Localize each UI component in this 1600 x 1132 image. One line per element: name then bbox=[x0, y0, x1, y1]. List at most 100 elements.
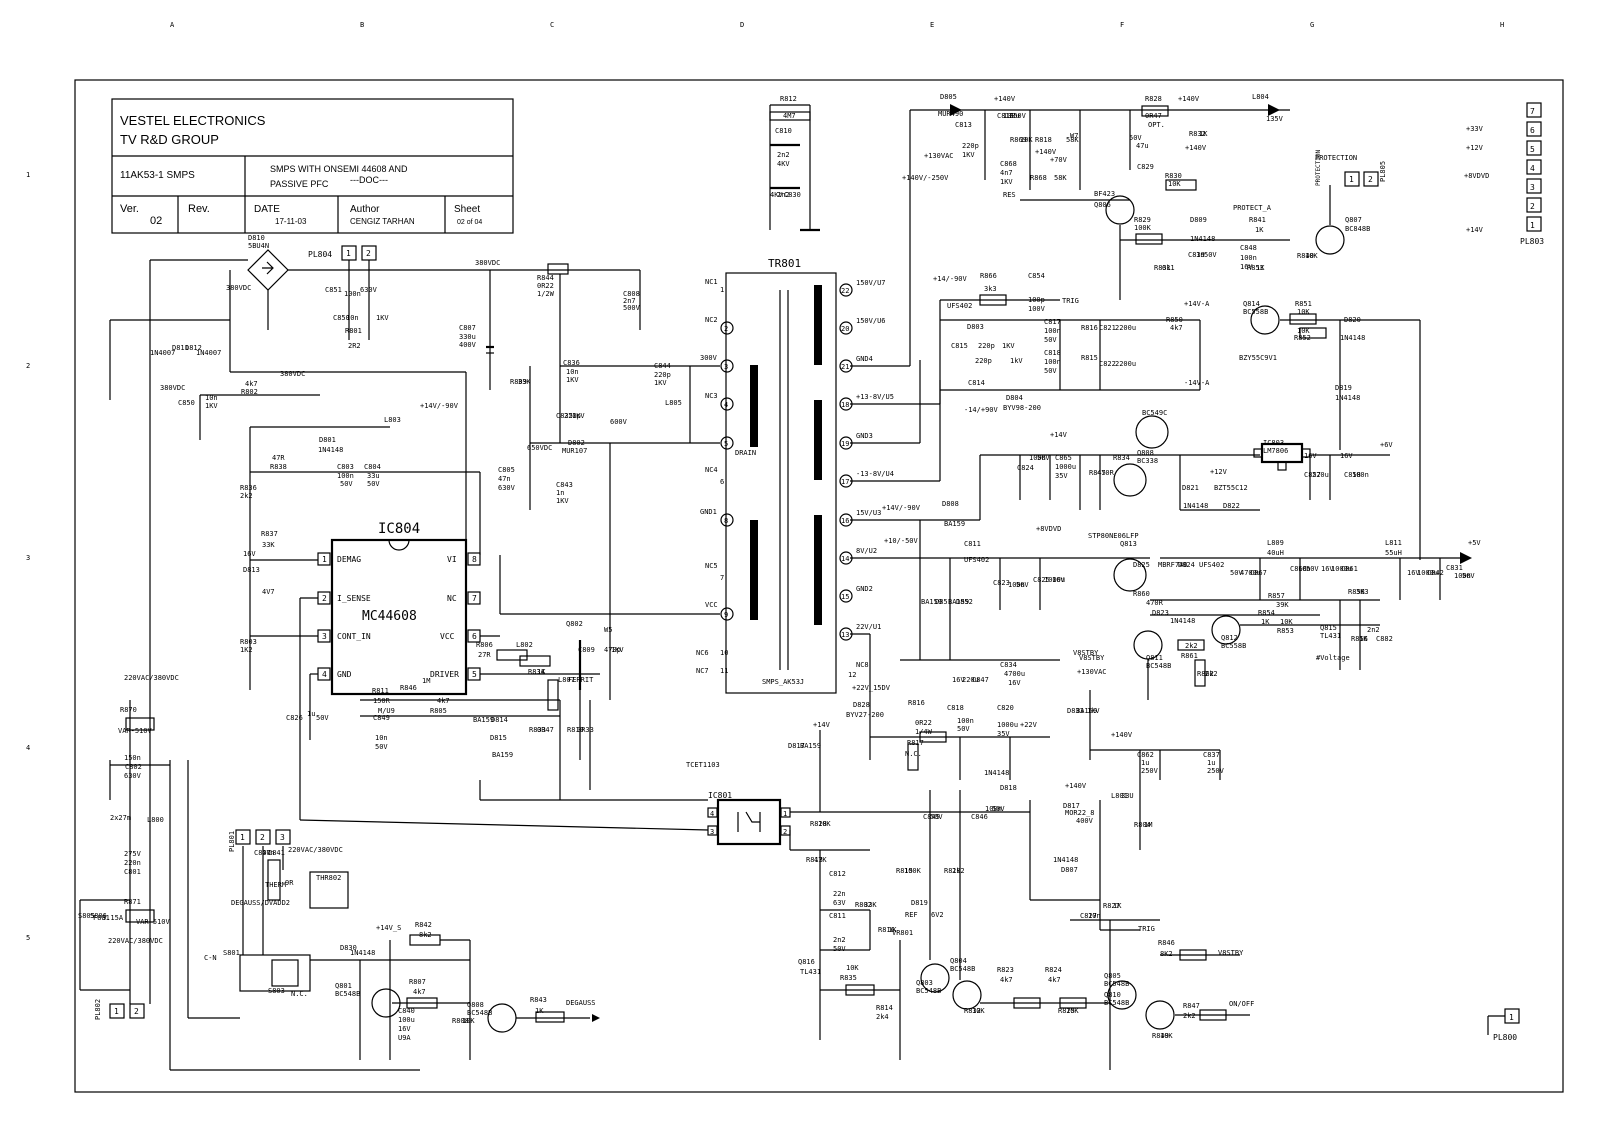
component-label: L800 bbox=[147, 816, 164, 824]
component-label: STP80NE06LFP bbox=[1088, 532, 1139, 540]
component-label: 1/4W bbox=[915, 728, 933, 736]
component-label: C835 bbox=[556, 412, 573, 420]
component-label: 16V bbox=[1340, 452, 1353, 460]
component-label: 100n bbox=[1044, 358, 1061, 366]
author-value: CENGIZ TARHAN bbox=[350, 217, 415, 226]
component-label: 220p bbox=[564, 412, 581, 420]
component-label: R841 bbox=[1249, 216, 1266, 224]
component-label: R805 bbox=[430, 707, 447, 715]
component-label: R813 bbox=[806, 856, 823, 864]
component-label: 8k2 bbox=[419, 931, 432, 939]
ic803-lm7806 bbox=[1253, 442, 1311, 471]
component-label: 470p bbox=[604, 646, 621, 654]
component-label: 1K bbox=[1113, 902, 1122, 910]
component-label: R827 bbox=[1103, 902, 1120, 910]
svg-text:NC8: NC8 bbox=[856, 661, 869, 669]
component-label: +22V_15DV bbox=[852, 684, 891, 692]
component-label: C846 bbox=[971, 813, 988, 821]
component-label: MOR22_8 bbox=[1065, 809, 1095, 817]
component-label: C829 bbox=[1137, 163, 1154, 171]
svg-text:NC6: NC6 bbox=[696, 649, 709, 657]
component-label: +6V bbox=[1380, 441, 1393, 449]
ic801-optocoupler: IC801 4 3 1 2 bbox=[707, 791, 791, 846]
component-label: C843 bbox=[556, 481, 573, 489]
component-label: VAR-510V bbox=[118, 727, 153, 735]
svg-text:17: 17 bbox=[841, 478, 849, 486]
component-label: D802 bbox=[568, 439, 585, 447]
svg-text:8: 8 bbox=[472, 555, 477, 564]
component-label: 4k7 bbox=[437, 697, 450, 705]
component-label: 1K bbox=[535, 1007, 544, 1015]
svg-text:6: 6 bbox=[1530, 126, 1535, 135]
svg-text:VCC: VCC bbox=[440, 632, 455, 641]
component-label: 16V bbox=[1321, 565, 1334, 573]
svg-text:NC1: NC1 bbox=[705, 278, 718, 286]
component-label: D818 bbox=[1000, 784, 1017, 792]
component-label: +14V-A bbox=[1184, 300, 1210, 308]
component-label: BA159 bbox=[800, 742, 821, 750]
svg-text:+33V: +33V bbox=[1466, 125, 1484, 133]
component-label: 4700u bbox=[1004, 670, 1025, 678]
component-label: 6k1 bbox=[1162, 264, 1175, 272]
svg-text:4: 4 bbox=[322, 670, 327, 679]
svg-text:VI: VI bbox=[447, 555, 457, 564]
svg-text:8V/U2: 8V/U2 bbox=[856, 547, 877, 555]
component-label: R829 bbox=[1134, 216, 1151, 224]
component-label: R845 bbox=[1089, 469, 1106, 477]
component-label: 50V bbox=[930, 813, 943, 821]
component-label: 1000u bbox=[1044, 576, 1065, 584]
svg-text:A: A bbox=[170, 21, 175, 29]
component-label: C851 bbox=[325, 286, 342, 294]
component-label: 0R47 bbox=[1145, 112, 1162, 120]
component-label: S806 bbox=[90, 912, 107, 920]
component-label: 1000u bbox=[1417, 569, 1438, 577]
component-label: R860 bbox=[1133, 590, 1150, 598]
svg-text:150V/U7: 150V/U7 bbox=[856, 279, 886, 287]
component-label: 47n bbox=[498, 475, 511, 483]
component-label: R816 bbox=[878, 926, 895, 934]
component-label: R823 bbox=[997, 966, 1014, 974]
component-label: 4KV bbox=[770, 191, 783, 199]
svg-text:1: 1 bbox=[783, 810, 787, 818]
component-label: 380VDC bbox=[160, 384, 185, 392]
svg-text:7: 7 bbox=[1530, 107, 1535, 116]
svg-text:22: 22 bbox=[841, 287, 849, 295]
component-label: C807 bbox=[459, 324, 476, 332]
component-label: R830 bbox=[1165, 172, 1182, 180]
component-label: TRIG bbox=[1062, 297, 1079, 305]
component-label: 35V bbox=[1055, 472, 1068, 480]
component-label: MUR107 bbox=[562, 447, 587, 455]
svg-text:E: E bbox=[930, 21, 934, 29]
component-label: 1K bbox=[537, 668, 546, 676]
component-label: D825 bbox=[1133, 561, 1150, 569]
svg-text:NC2: NC2 bbox=[705, 316, 718, 324]
component-label: RES bbox=[1003, 191, 1016, 199]
component-label: C814 bbox=[968, 379, 985, 387]
component-label: 2n2 bbox=[833, 936, 846, 944]
component-label: 135V bbox=[1266, 115, 1284, 123]
component-label: Q811 bbox=[1146, 654, 1163, 662]
component-label: S803 bbox=[268, 987, 285, 995]
component-label: BA159 bbox=[921, 598, 942, 606]
component-label: +140V/-250V bbox=[902, 174, 949, 182]
component-label: 1KV bbox=[654, 379, 667, 387]
svg-text:16: 16 bbox=[841, 517, 849, 525]
component-label: 2k2 bbox=[1185, 642, 1198, 650]
component-label: 39K bbox=[1276, 601, 1289, 609]
component-label: C866 bbox=[1290, 565, 1307, 573]
component-label: 220VAC/380VDC bbox=[124, 674, 179, 682]
component-label: 1N4148 bbox=[984, 769, 1009, 777]
component-label: R851 bbox=[1295, 300, 1312, 308]
svg-text:CONT_IN: CONT_IN bbox=[337, 632, 371, 641]
component-label: R866 bbox=[980, 272, 997, 280]
date-value: 17-11-03 bbox=[275, 217, 307, 226]
svg-text:3: 3 bbox=[322, 632, 327, 641]
component-label: 10K bbox=[1160, 1032, 1173, 1040]
component-label: 1000u bbox=[1055, 463, 1076, 471]
component-label: R818 bbox=[1035, 136, 1052, 144]
component-label: N.C. bbox=[291, 990, 308, 998]
component-label: 1K bbox=[1256, 264, 1265, 272]
component-label: PROTECTION bbox=[1315, 154, 1357, 162]
svg-text:GND4: GND4 bbox=[856, 355, 873, 363]
component-label: DEGAUSS/DVADD2 bbox=[231, 899, 290, 907]
